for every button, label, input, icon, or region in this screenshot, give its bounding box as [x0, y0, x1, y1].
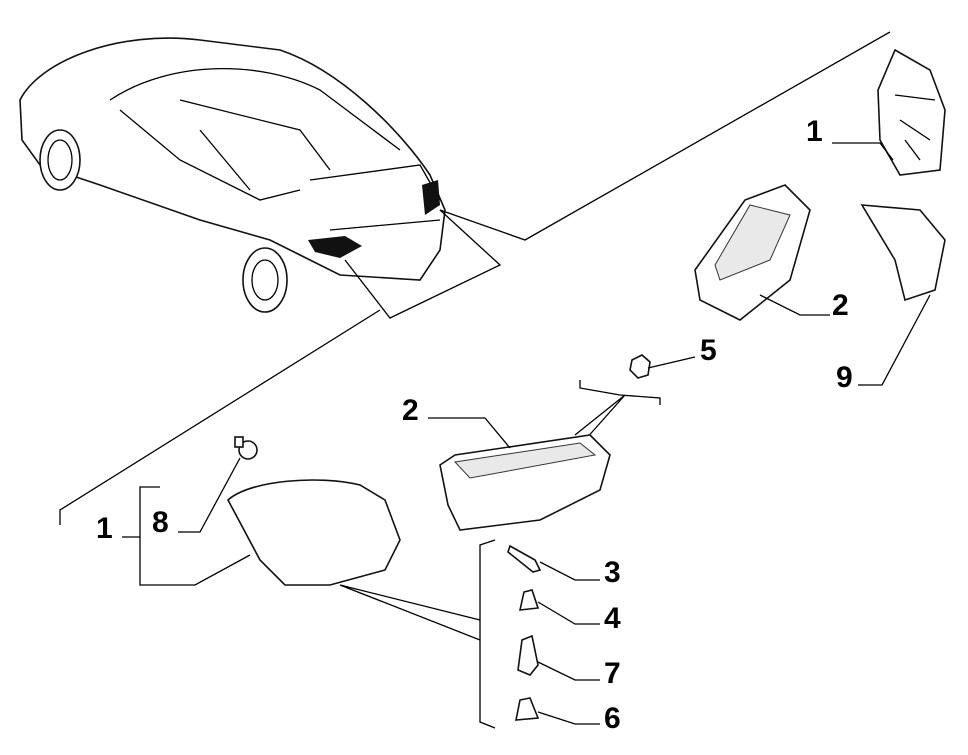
rear-lamp-inner-part: [877, 48, 946, 176]
callout-1-top: 1: [806, 115, 823, 148]
callout-4: 4: [604, 602, 621, 635]
car-illustration: [19, 37, 446, 313]
nut-part: [629, 354, 651, 379]
fastener-leaders: [339, 584, 481, 641]
callout-2-right: 2: [832, 289, 849, 322]
rear-lamp-part: [227, 479, 401, 586]
callout-9: 9: [836, 361, 853, 394]
bulb-part: [234, 436, 258, 460]
light-cluster-right: [694, 184, 811, 321]
callout-8: 8: [152, 506, 169, 539]
gasket-part: [860, 204, 946, 302]
cap-part-6: [515, 697, 540, 721]
detail-box: [344, 209, 502, 319]
callout-7: 7: [604, 657, 621, 690]
light-cluster-left: [439, 434, 611, 531]
rivet-nut-part: [517, 634, 539, 676]
callout-5: 5: [700, 334, 717, 367]
detail-line-right: [439, 31, 891, 241]
callout-1-left: 1: [96, 512, 113, 545]
callout-3: 3: [604, 556, 621, 589]
screw-part: [507, 544, 542, 573]
cap-part-4: [518, 589, 540, 611]
callout-6: 6: [604, 702, 621, 735]
detail-line-left: [59, 309, 381, 525]
callout-2-left: 2: [402, 394, 419, 427]
nut-leaders: [574, 394, 626, 441]
nut-bracket: [579, 380, 661, 405]
fastener-bracket: [479, 539, 496, 729]
